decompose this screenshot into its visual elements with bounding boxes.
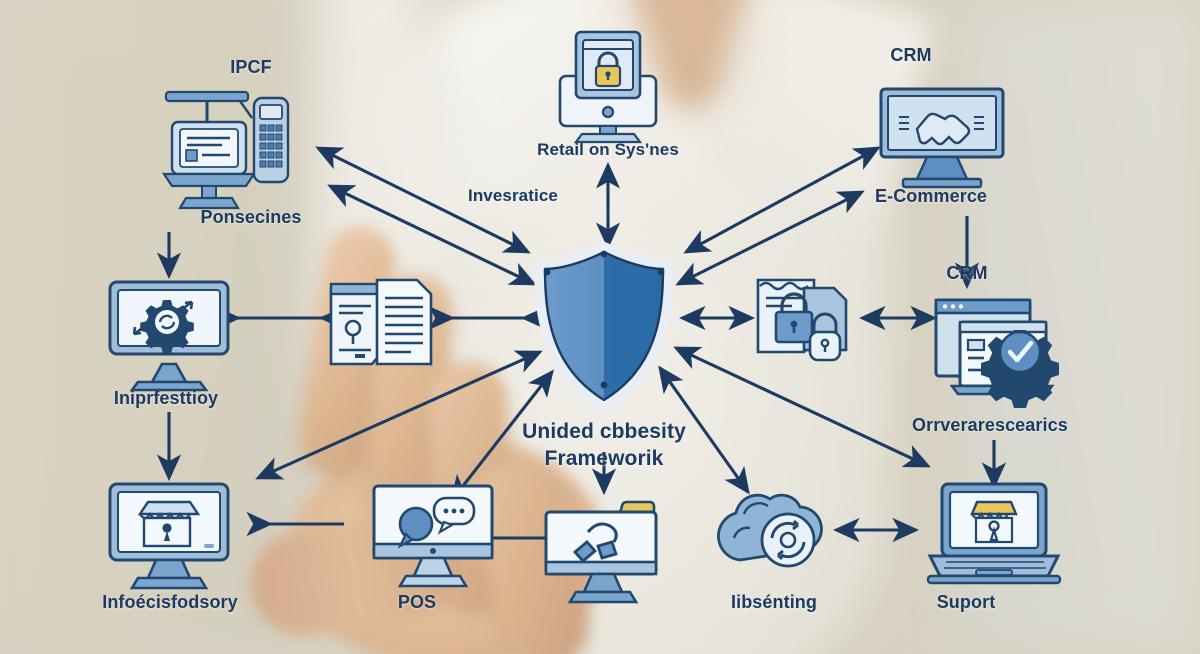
arrow-center-support	[673, 346, 931, 468]
monitor-handshake-icon	[879, 87, 1005, 189]
cloud-sync-icon	[717, 493, 823, 568]
node-crm[interactable]	[875, 85, 1015, 202]
node-files[interactable]	[540, 496, 670, 611]
node-ipcf[interactable]	[150, 88, 290, 223]
label-operations-above: CRM	[946, 263, 988, 283]
node-securedocs[interactable]	[752, 272, 864, 373]
label-ipcf-below: Ponsecines	[200, 207, 302, 227]
node-hosting[interactable]	[710, 480, 838, 587]
monitor-storefront-lock-icon	[108, 482, 230, 590]
node-operations[interactable]	[932, 296, 1068, 417]
node-documents[interactable]	[327, 276, 435, 373]
label-pos-below: POS	[397, 592, 437, 612]
document-lock-icon	[329, 278, 433, 366]
monitor-calculator-icon	[161, 90, 290, 210]
browser-windows-check-gear-icon	[934, 298, 1059, 408]
monitor-folder-pen-icon	[544, 500, 658, 604]
arrow-center-pos	[450, 369, 554, 503]
label-operations-below: Orrverarescearics	[912, 415, 1068, 435]
monitor-lock-icon	[558, 30, 658, 144]
laptop-storefront-icon	[926, 482, 1062, 585]
label-support-below: Suport	[936, 592, 996, 612]
node-retail[interactable]	[546, 28, 670, 149]
label-integration-below: Iniprfesttioy	[113, 388, 219, 408]
center-label-line2: Frameworik	[544, 447, 664, 470]
label-ipcf-above: IPCF	[230, 57, 272, 77]
arrow-center-ipcf-b	[327, 184, 537, 286]
label-crm-above: CRM	[890, 45, 932, 65]
label-retail-below: Retail on Sys'nes	[537, 140, 679, 159]
label-hosting-below: Iibsénting	[731, 592, 817, 612]
label-insurance-edge: Invesratice	[468, 186, 558, 205]
node-support[interactable]	[924, 480, 1064, 593]
label-ecommerce-below: E-Commerce	[875, 186, 988, 206]
label-inventory-below: Infoécisfodsory	[102, 592, 238, 612]
files-padlocks-icon	[756, 278, 848, 362]
arrow-center-crm-b	[675, 190, 865, 286]
shield-icon	[534, 242, 674, 412]
monitor-gear-arrows-icon	[108, 280, 230, 392]
arrow-group	[156, 146, 1007, 551]
center-label-line1: Unided cbbesity	[522, 420, 686, 443]
node-inventory[interactable]	[104, 480, 234, 595]
node-integration[interactable]	[104, 278, 234, 398]
node-pos[interactable]	[370, 482, 498, 595]
monitor-chat-bubbles-icon	[372, 484, 494, 588]
